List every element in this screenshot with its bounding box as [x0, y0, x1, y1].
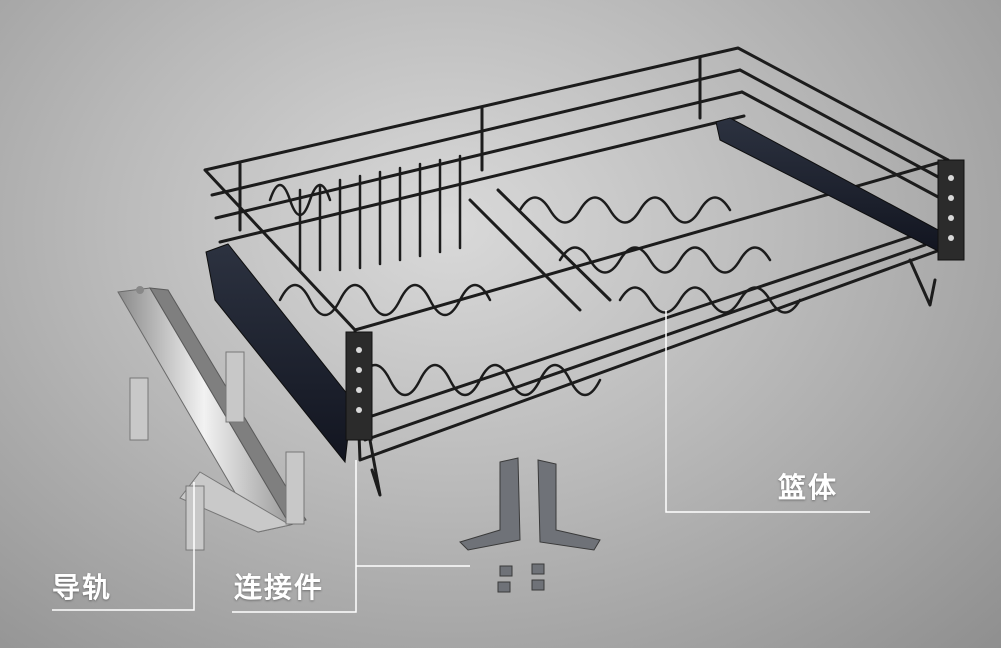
connector-leader-line — [232, 460, 357, 613]
plate-rack-right — [518, 196, 802, 314]
rail-label: 导轨 — [52, 571, 113, 604]
basket-right-rail — [740, 90, 942, 200]
plate-rack-left — [268, 154, 602, 397]
rail-mount-plate — [285, 451, 305, 525]
basket-leg — [908, 258, 937, 307]
basket-divider — [496, 188, 612, 302]
basket-back-rail — [218, 114, 746, 244]
drawer-rail — [117, 286, 307, 551]
basket-divider — [468, 198, 582, 312]
connector-label: 连接件 — [234, 571, 325, 604]
rail-leader-line — [52, 482, 195, 611]
basket-back-rail — [214, 90, 744, 220]
rail-mount-plate — [185, 485, 205, 551]
basket-right-rail — [738, 68, 942, 180]
wire-basket — [203, 46, 950, 497]
rail-mount-plate — [225, 351, 245, 423]
basket-leader-line — [665, 310, 870, 513]
basket-leg — [368, 438, 382, 497]
basket-label: 篮体 — [778, 471, 839, 504]
connector-brackets — [459, 457, 601, 593]
rail-mount-plate — [129, 377, 149, 441]
basket-back-rail — [210, 68, 742, 197]
